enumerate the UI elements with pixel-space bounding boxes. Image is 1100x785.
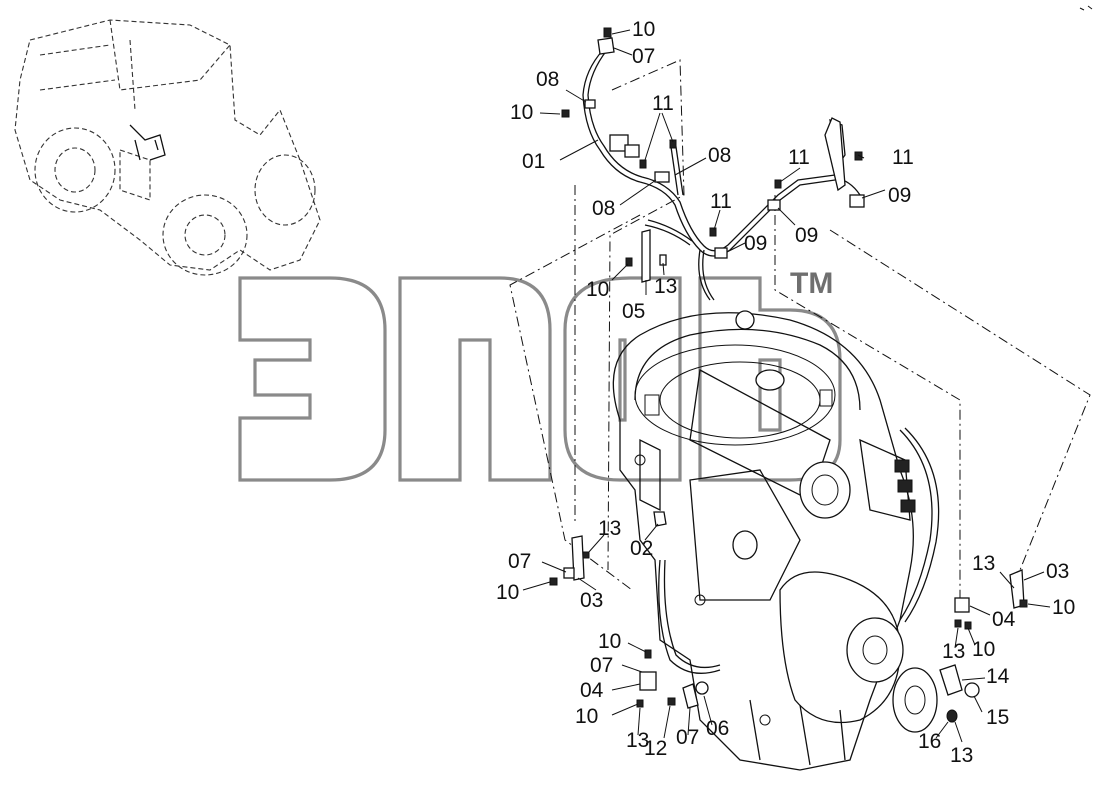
callout-07: 07 [676, 726, 699, 749]
callout-leaders [522, 29, 1051, 743]
callout-13: 13 [598, 517, 621, 540]
trademark-label: TM [790, 267, 833, 300]
callout-08: 08 [708, 144, 731, 167]
callout-11: 11 [652, 92, 674, 115]
callout-10: 10 [575, 705, 598, 728]
callout-10: 10 [1052, 596, 1075, 619]
callout-12: 12 [644, 737, 667, 760]
callout-13: 13 [950, 744, 973, 767]
callout-05: 05 [622, 300, 645, 323]
wiring-harness [561, 27, 865, 301]
callout-10: 10 [632, 18, 655, 41]
callout-13: 13 [972, 552, 995, 575]
callout-08: 08 [536, 68, 559, 91]
callout-labels: 10 07 08 10 11 01 08 08 11 11 09 11 09 0… [496, 18, 1075, 767]
corner-marks [1079, 5, 1093, 11]
callout-07: 07 [632, 45, 655, 68]
callout-13: 13 [654, 275, 677, 298]
callout-06: 06 [706, 717, 729, 740]
callout-10: 10 [598, 630, 621, 653]
callout-11: 11 [892, 146, 914, 169]
callout-04: 04 [580, 679, 604, 702]
callout-09: 09 [888, 184, 911, 207]
callout-10: 10 [496, 581, 519, 604]
callout-03: 03 [580, 589, 603, 612]
callout-11: 11 [710, 190, 732, 213]
callout-11: 11 [788, 146, 810, 169]
callout-16: 16 [918, 730, 941, 753]
callout-15: 15 [986, 706, 1009, 729]
watermark-logo: TM [238, 267, 842, 482]
dash-dot-leaders [509, 59, 1091, 610]
loader-thumbnail [14, 19, 321, 276]
callout-10: 10 [586, 278, 609, 301]
hardware-parts [549, 511, 1028, 723]
callout-02: 02 [630, 537, 653, 560]
callout-10: 10 [972, 638, 995, 661]
callout-07: 07 [508, 550, 531, 573]
callout-08: 08 [592, 197, 615, 220]
transmission-body [612, 310, 940, 771]
callout-04: 04 [992, 608, 1016, 631]
callout-01: 01 [522, 150, 545, 173]
callout-13: 13 [942, 640, 965, 663]
callout-13: 13 [626, 729, 649, 752]
callout-03: 03 [1046, 560, 1069, 583]
callout-07: 07 [590, 654, 613, 677]
callout-09: 09 [744, 232, 767, 255]
callout-10: 10 [510, 101, 533, 124]
callout-14: 14 [986, 665, 1010, 688]
callout-09: 09 [795, 224, 818, 247]
